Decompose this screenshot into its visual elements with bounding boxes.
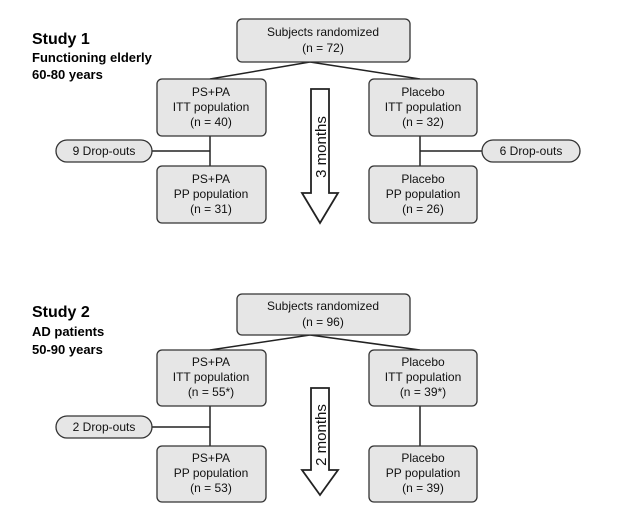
study-1-randomized-box: Subjects randomized (n = 72) <box>236 18 411 63</box>
study-2-randomized-count: (n = 96) <box>302 315 344 329</box>
study-1-itt-placebo-arm: Placebo <box>401 85 445 99</box>
study-2-itt-pspa-arm: PS+PA <box>192 355 230 369</box>
study-2-pp-placebo-box: Placebo PP population (n = 39) <box>368 445 478 503</box>
study-2-duration-arrow: 2 months <box>300 387 340 497</box>
study-1: Study 1 Functioning elderly 60-80 years … <box>32 18 581 225</box>
study-1-pp-placebo-count: (n = 26) <box>402 202 444 216</box>
study-2-randomized-label: Subjects randomized <box>267 299 379 313</box>
study-1-dropouts-left-label: 9 Drop-outs <box>73 144 136 158</box>
study-1-pp-pspa-count: (n = 31) <box>190 202 232 216</box>
study-1-pp-placebo-type: PP population <box>386 187 461 201</box>
study-2-connectors <box>152 334 421 446</box>
study-2-subtitle-age: 50-90 years <box>32 342 103 357</box>
down-arrow-icon <box>300 88 340 225</box>
study-1-itt-placebo-type: ITT population <box>385 100 462 114</box>
study-1-dropouts-left: 9 Drop-outs <box>55 139 153 163</box>
study-1-pp-pspa-type: PP population <box>174 187 249 201</box>
study-2-itt-placebo-count: (n = 39*) <box>400 385 446 399</box>
study-1-pp-pspa-arm: PS+PA <box>192 172 230 186</box>
study-2-pp-placebo-count: (n = 39) <box>402 481 444 495</box>
study-1-duration-label: 3 months <box>313 116 330 178</box>
study-1-pp-placebo-box: Placebo PP population (n = 26) <box>368 165 478 224</box>
study-1-itt-pspa-count: (n = 40) <box>190 115 232 129</box>
study-1-connectors <box>152 61 482 166</box>
down-arrow-icon <box>300 387 340 497</box>
study-1-subtitle-age: 60-80 years <box>32 67 103 82</box>
study-2: Study 2 AD patients 50-90 years Subjects… <box>32 293 478 503</box>
study-1-duration-arrow: 3 months <box>300 88 340 225</box>
study-2-title: Study 2 <box>32 304 90 321</box>
study-2-duration-label: 2 months <box>313 404 330 466</box>
study-1-randomized-count: (n = 72) <box>302 41 344 55</box>
study-1-dropouts-right: 6 Drop-outs <box>481 139 581 163</box>
study-2-itt-placebo-type: ITT population <box>385 370 462 384</box>
study-1-pp-placebo-arm: Placebo <box>401 172 445 186</box>
study-1-dropouts-right-label: 6 Drop-outs <box>500 144 563 158</box>
study-1-itt-pspa-box: PS+PA ITT population (n = 40) <box>156 78 267 137</box>
study-1-itt-pspa-arm: PS+PA <box>192 85 230 99</box>
study-2-randomized-box: Subjects randomized (n = 96) <box>236 293 411 336</box>
study-2-dropouts-left: 2 Drop-outs <box>55 415 153 439</box>
study-2-pp-pspa-box: PS+PA PP population (n = 53) <box>156 445 267 503</box>
study-1-subtitle-population: Functioning elderly <box>32 50 153 65</box>
study-1-itt-placebo-box: Placebo ITT population (n = 32) <box>368 78 478 137</box>
study-2-subtitle-population: AD patients <box>32 324 104 339</box>
study-2-dropouts-left-label: 2 Drop-outs <box>73 420 136 434</box>
study-1-title: Study 1 <box>32 31 90 48</box>
study-2-itt-pspa-box: PS+PA ITT population (n = 55*) <box>156 349 267 407</box>
study-1-itt-placebo-count: (n = 32) <box>402 115 444 129</box>
study-2-pp-pspa-count: (n = 53) <box>190 481 232 495</box>
study-2-pp-pspa-arm: PS+PA <box>192 451 230 465</box>
study-2-pp-pspa-type: PP population <box>174 466 249 480</box>
study-2-itt-pspa-type: ITT population <box>173 370 250 384</box>
study-2-itt-placebo-box: Placebo ITT population (n = 39*) <box>368 349 478 407</box>
study-2-itt-placebo-arm: Placebo <box>401 355 445 369</box>
study-1-itt-pspa-type: ITT population <box>173 100 250 114</box>
study-2-itt-pspa-count: (n = 55*) <box>188 385 234 399</box>
study-1-randomized-label: Subjects randomized <box>267 25 379 39</box>
study-1-pp-pspa-box: PS+PA PP population (n = 31) <box>156 165 267 224</box>
study-2-pp-placebo-type: PP population <box>386 466 461 480</box>
study-2-pp-placebo-arm: Placebo <box>401 451 445 465</box>
